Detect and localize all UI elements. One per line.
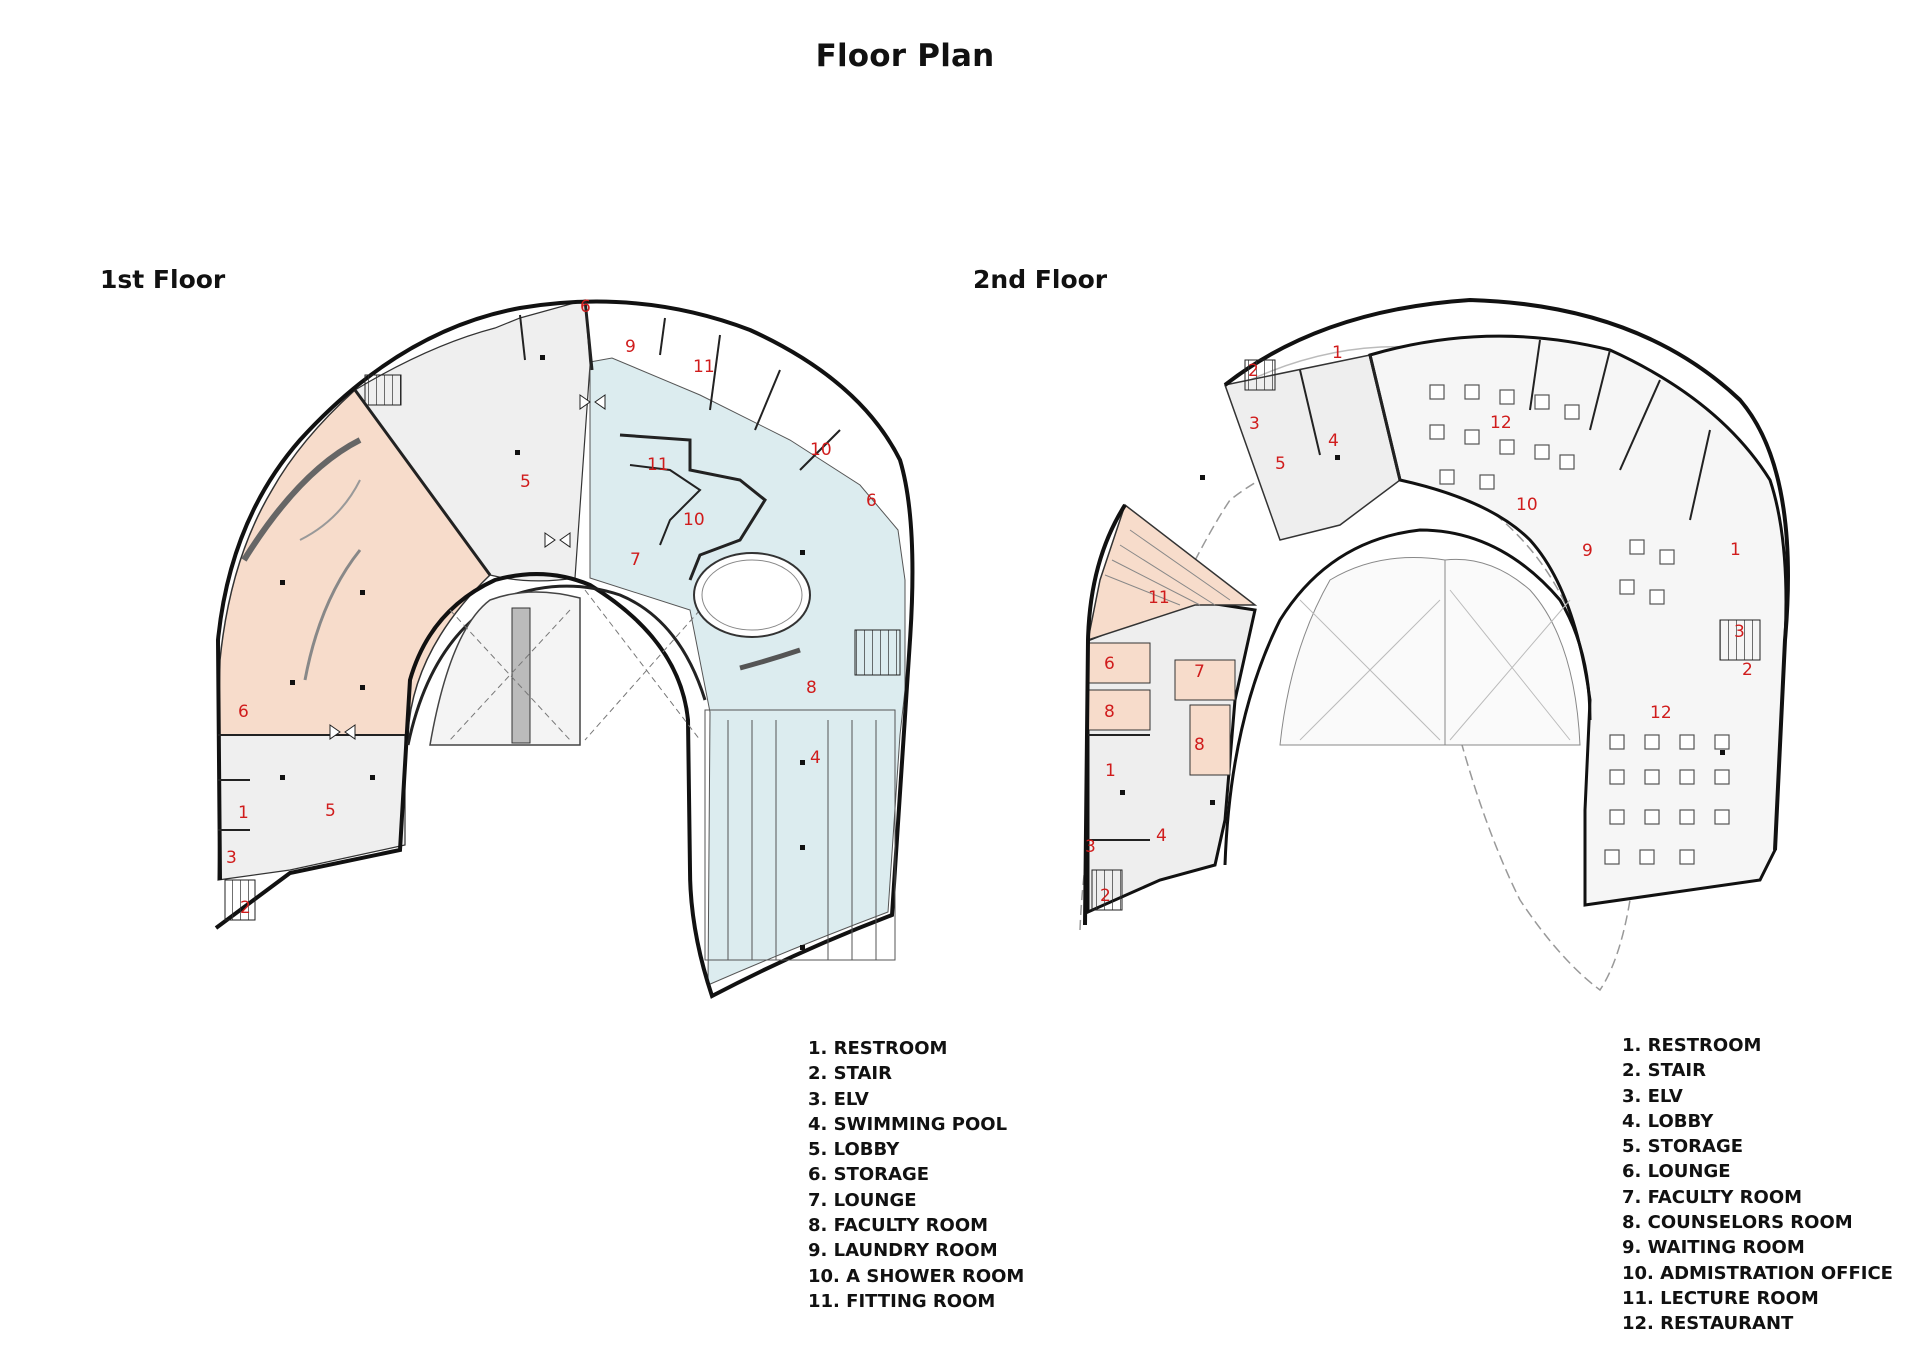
- floor2-legend: 1. RESTROOM 2. STAIR 3. ELV 4. LOBBY 5. …: [1622, 1033, 1893, 1337]
- f1-marker: 6: [866, 491, 877, 511]
- f2-marker: 3: [1249, 414, 1260, 434]
- legend-item: 7. FACULTY ROOM: [1622, 1186, 1803, 1208]
- room-markers: 1 2 3 4 5 5 6 6 6 7 8 9 10 10 11 11 1 1 …: [226, 297, 1753, 918]
- f1-marker: 8: [806, 678, 817, 698]
- f1-marker: 7: [630, 550, 641, 570]
- floor2-lobby-zone: [1224, 354, 1401, 541]
- floor2-counselor-room-b: [1189, 704, 1231, 776]
- floor2-faculty-room: [1174, 659, 1236, 701]
- legend-item: 3. ELV: [808, 1088, 869, 1110]
- floor1-title: 1st Floor: [100, 265, 226, 294]
- f2-marker: 1: [1332, 343, 1343, 363]
- f1-marker: 10: [683, 510, 705, 530]
- f2-marker: 5: [1275, 454, 1286, 474]
- f2-marker: 8: [1194, 735, 1205, 755]
- legend-item: 11. FITTING ROOM: [808, 1290, 996, 1312]
- legend-item: 6. STORAGE: [808, 1164, 930, 1186]
- f2-marker: 12: [1490, 413, 1512, 433]
- floor2-counselor-room-a: [1087, 689, 1151, 731]
- f2-marker: 2: [1742, 660, 1753, 680]
- legend-item: 7. LOUNGE: [808, 1189, 917, 1211]
- page-title: Floor Plan: [815, 38, 995, 74]
- f1-marker: 11: [647, 455, 669, 475]
- f2-marker: 1: [1105, 761, 1116, 781]
- floor1-legend: 1. RESTROOM 2. STAIR 3. ELV 4. SWIMMING …: [808, 1036, 1024, 1314]
- f2-marker: 2: [1248, 361, 1259, 381]
- f2-marker: 9: [1582, 541, 1593, 561]
- floor2-title: 2nd Floor: [973, 265, 1108, 294]
- floor1-outer-wall: [214, 299, 915, 999]
- f2-marker: 3: [1734, 622, 1745, 642]
- legend-item: 5. LOBBY: [808, 1139, 900, 1161]
- floor2-outer-wall: [1223, 297, 1790, 851]
- floor1-plan: [214, 299, 915, 999]
- floor2-restaurant-zone: [1368, 334, 1788, 907]
- f2-marker: 11: [1148, 588, 1170, 608]
- legend-item: 10. ADMISTRATION OFFICE: [1622, 1262, 1893, 1284]
- legend-item: 8. FACULTY ROOM: [808, 1215, 989, 1237]
- floor2-lecture-zone: [1087, 503, 1258, 642]
- f1-marker: 4: [810, 748, 821, 768]
- f1-marker: 9: [625, 337, 636, 357]
- legend-item: 1. RESTROOM: [808, 1038, 948, 1059]
- legend-item: 12. RESTAURANT: [1622, 1313, 1794, 1335]
- legend-item: 9. LAUNDRY ROOM: [808, 1240, 998, 1262]
- legend-item: 1. RESTROOM: [1622, 1035, 1762, 1056]
- f1-marker: 10: [810, 440, 832, 460]
- f2-marker: 3: [1085, 837, 1096, 857]
- f2-marker: 4: [1328, 431, 1339, 451]
- f1-marker: 1: [238, 803, 249, 823]
- f2-marker: 6: [1104, 654, 1115, 674]
- f1-marker: 6: [238, 702, 249, 722]
- floor2-plan: [1079, 297, 1790, 992]
- f1-marker: 11: [693, 357, 715, 377]
- f2-marker: 1: [1730, 540, 1741, 560]
- f2-marker: 8: [1104, 702, 1115, 722]
- legend-item: 3. ELV: [1622, 1085, 1683, 1107]
- legend-item: 8. COUNSELORS ROOM: [1622, 1212, 1853, 1234]
- f1-marker: 5: [520, 472, 531, 492]
- legend-item: 10. A SHOWER ROOM: [808, 1265, 1025, 1287]
- legend-item: 5. STORAGE: [1622, 1136, 1744, 1158]
- legend-item: 2. STAIR: [1622, 1060, 1706, 1082]
- legend-item: 4. LOBBY: [1622, 1110, 1714, 1132]
- legend-item: 4. SWIMMING POOL: [808, 1113, 1008, 1135]
- f2-marker: 10: [1516, 495, 1538, 515]
- f1-marker: 6: [580, 297, 591, 317]
- legend-item: 9. WAITING ROOM: [1622, 1237, 1805, 1259]
- f2-marker: 7: [1194, 662, 1205, 682]
- f2-marker: 2: [1100, 886, 1111, 906]
- floor2-lounge-room: [1087, 642, 1151, 684]
- f2-marker: 4: [1156, 826, 1167, 846]
- f1-marker: 3: [226, 848, 237, 868]
- legend-item: 2. STAIR: [808, 1063, 892, 1085]
- legend-item: 11. LECTURE ROOM: [1622, 1287, 1819, 1309]
- f1-marker: 5: [325, 801, 336, 821]
- legend-item: 6. LOUNGE: [1622, 1161, 1731, 1183]
- f2-marker: 12: [1650, 703, 1672, 723]
- f1-marker: 2: [240, 898, 251, 918]
